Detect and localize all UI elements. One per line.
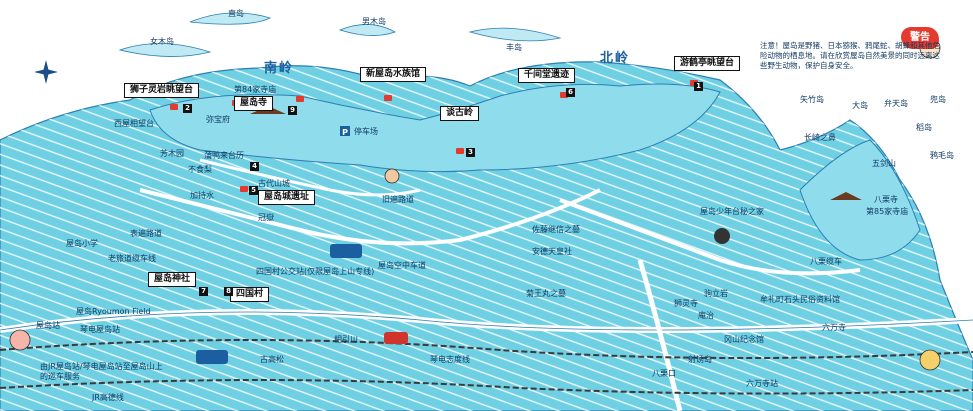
place-label: 五剑山 (872, 159, 896, 168)
place-label: 琴电屋岛站 (80, 325, 120, 334)
jr-line (0, 379, 973, 395)
place-label: 屋岛站 (36, 321, 60, 330)
place-label: 庵治 (698, 311, 714, 320)
marker-number: 9 (288, 106, 297, 115)
place-label: 旧遍路道 (382, 195, 414, 204)
place-label: JR高德线 (92, 393, 124, 402)
island-label: 女木岛 (150, 37, 174, 46)
place-label: 八栗寺 (874, 195, 898, 204)
south-ridge-label: 南岭 (264, 61, 295, 76)
place-label: 芳木园 (160, 149, 184, 158)
place-label: 西屋相望台 (114, 119, 154, 128)
place-label: 狮灵寺 (674, 299, 698, 308)
sight-box[interactable]: 谈古岭 (440, 106, 480, 121)
island-fengdao (468, 27, 562, 42)
place-label: 屋岛小学 (66, 239, 98, 248)
compass-icon (34, 60, 58, 84)
plateau-road (199, 158, 421, 197)
sight-box[interactable]: 新屋岛水族馆 (360, 67, 427, 82)
island-label: 矢竹岛 (800, 95, 824, 104)
north-ridge-label: 北岭 (600, 51, 631, 66)
place-label: 古高松 (260, 355, 284, 364)
skyway-road (139, 188, 601, 246)
place-label: 琴电志度线 (430, 355, 470, 364)
place-label: 驹立岩 (704, 289, 728, 298)
place-label: 八栗缆车 (810, 257, 842, 266)
place-label: 相引川 (334, 335, 358, 344)
island-label: 稻岛 (916, 123, 932, 132)
place-label: 老旅道缆车线 (108, 254, 156, 263)
marker-number: 5 (249, 186, 258, 195)
svg-text:P: P (342, 128, 348, 137)
place-label: 四国村公交站(仅限屋岛上山专线) (256, 267, 375, 276)
marker-number: 4 (250, 162, 259, 171)
sight-box[interactable]: 四国村 (230, 287, 270, 302)
island-nanmudao-man (338, 24, 396, 36)
island-jieshima (189, 12, 272, 25)
place-label: 蒲鸭来台历 (204, 151, 244, 160)
east-road (559, 198, 861, 276)
sight-box[interactable]: 屋岛寺 (234, 96, 274, 111)
samurai-character-icon (714, 228, 730, 244)
place-label: 牟礼町石头民俗资料馆 (760, 295, 840, 304)
family-character-icon (9, 329, 31, 351)
place-label: 停车场 (354, 127, 378, 136)
sight-box[interactable]: 屋岛城遗址 (258, 190, 316, 205)
wildlife-notice: 注意！屋岛是野猪、日本猕猴、鸦尾蛇、胡蜂和其他危险动物的栖息地。请在欣赏屋岛自然… (760, 41, 940, 70)
island-label: 男木岛 (362, 17, 386, 26)
camera-icons (170, 80, 698, 192)
train-icon (384, 332, 408, 344)
place-label: 屋岛空中车道 (378, 261, 426, 270)
bus-icon (330, 244, 362, 258)
place-label: 屋岛Ryoumon Field (76, 307, 151, 316)
sight-box[interactable]: 狮子灵岩眺望台 (124, 83, 200, 98)
warning-badge: 警告 (901, 27, 939, 49)
place-label: 冠嶽 (258, 213, 274, 222)
island-label: 大岛 (852, 101, 868, 110)
yakuriji-temple-icon (830, 192, 862, 200)
plateau (149, 83, 721, 173)
place-label: 长崎之鼻 (804, 133, 836, 142)
marker-number: 8 (224, 287, 233, 296)
place-label: 第85家寺庙 (866, 207, 909, 216)
place-label: 不食梨 (188, 165, 212, 174)
resting-character-icon (919, 349, 941, 371)
island-label: 丰岛 (506, 43, 522, 52)
sight-box[interactable]: 屋岛神社 (148, 272, 197, 287)
marker-number: 7 (199, 287, 208, 296)
place-label: 弥宝府 (206, 115, 230, 124)
parking-icon (340, 126, 350, 136)
place-label: 菊王丸之墓 (526, 289, 566, 298)
place-label: 佐藤继信之墓 (532, 225, 580, 234)
bus-icon-station (196, 350, 228, 364)
island-nanmudao (118, 43, 212, 57)
place-label: 六万寺 (822, 323, 846, 332)
marker-number: 1 (694, 82, 703, 91)
marker-number: 3 (466, 148, 475, 157)
coastal-road-edge (0, 311, 973, 331)
island-label: 弁天岛 (884, 99, 908, 108)
place-label: 安德天皇社 (532, 247, 572, 256)
marker-number: 2 (183, 104, 192, 113)
island-label: 鸦毛岛 (930, 151, 954, 160)
place-label: 加持水 (190, 191, 214, 200)
island-label: 兜岛 (930, 95, 946, 104)
marker-number: 6 (566, 88, 575, 97)
place-label: 屋岛少年台秘之家 (700, 207, 764, 216)
place-label: 射诱岛 (688, 355, 712, 364)
place-label: 第84家寺庙 (234, 85, 277, 94)
place-label: 八栗口 (652, 369, 676, 378)
place-label: 冈山纪念馆 (724, 335, 764, 344)
place-label: 表遍路道 (130, 229, 162, 238)
place-label: 六万寺站 (746, 379, 778, 388)
sight-box[interactable]: 游鹤亭眺望台 (674, 56, 741, 71)
place-label: 古代山城 (258, 179, 290, 188)
shuttle-note: 由JR屋岛站/琴电屋岛站至屋岛山上的巡车服务 (40, 362, 163, 381)
hiker-character-icon (384, 168, 400, 184)
island-label: 直岛 (228, 9, 244, 18)
sight-box[interactable]: 千间堂遗迹 (518, 68, 576, 83)
kotoden-line (0, 339, 973, 360)
